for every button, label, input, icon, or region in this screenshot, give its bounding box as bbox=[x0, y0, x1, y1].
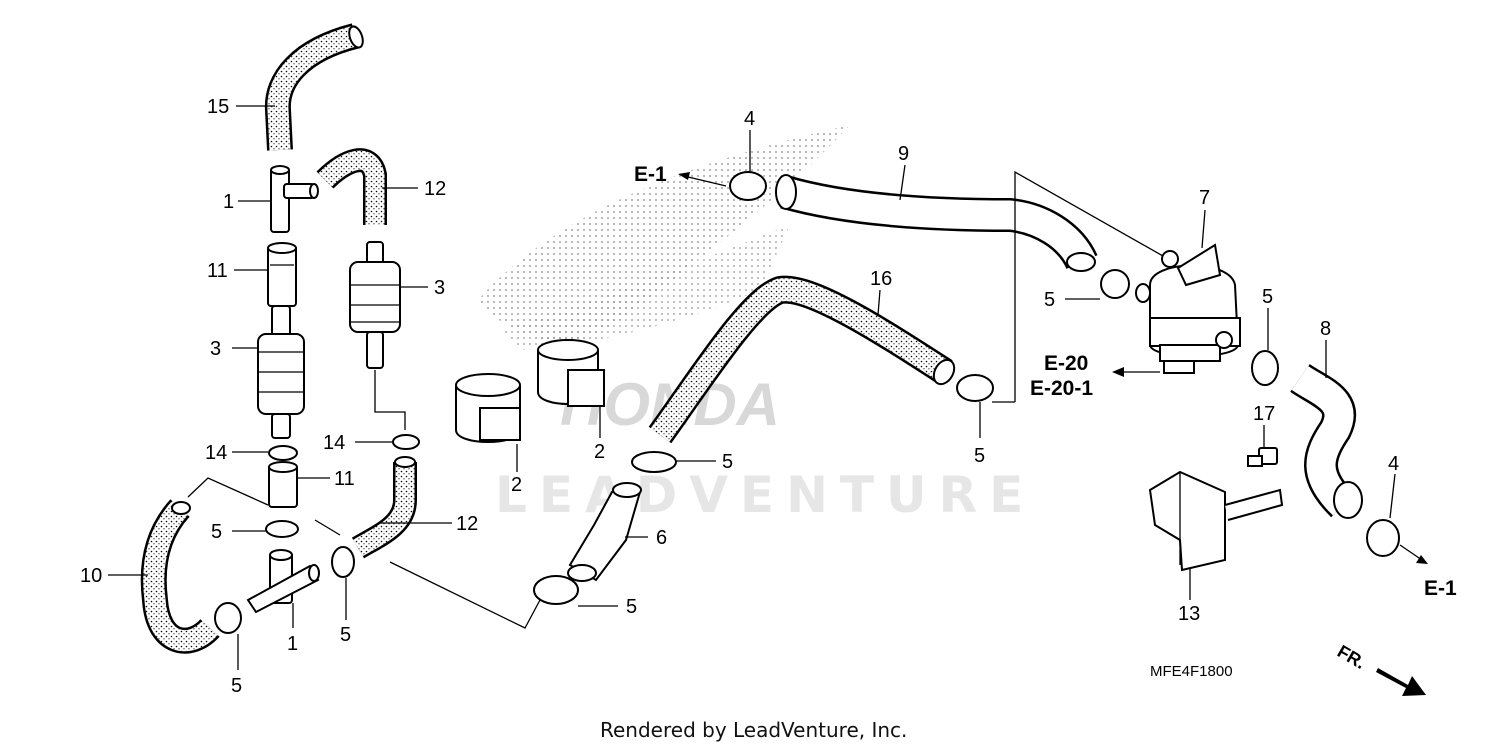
callout-5-valve-lower: 5 bbox=[974, 445, 985, 467]
joint-11-bottom bbox=[268, 461, 298, 508]
callout-17: 17 bbox=[1253, 403, 1275, 425]
callout-5-mid-bottom: 5 bbox=[340, 624, 351, 646]
clip-14-right bbox=[392, 434, 420, 450]
ref-e20: E-20 bbox=[1044, 352, 1088, 375]
callout-3-right: 3 bbox=[434, 277, 445, 299]
clamp-2-left bbox=[455, 373, 521, 443]
joint-11-top bbox=[267, 242, 297, 307]
callout-10: 10 bbox=[80, 565, 102, 587]
callout-5-valve: 5 bbox=[1044, 289, 1055, 311]
ref-e20-1: E-20-1 bbox=[1030, 377, 1093, 400]
callout-14-right: 14 bbox=[323, 432, 345, 454]
callout-6: 6 bbox=[656, 527, 667, 549]
callout-13: 13 bbox=[1178, 603, 1200, 625]
clip-5-valve bbox=[1100, 269, 1130, 299]
clip-5-left-mid bbox=[265, 520, 299, 538]
t-joint-1-top bbox=[270, 165, 319, 233]
clip-4-top bbox=[729, 171, 767, 201]
clip-5-mid-bottom bbox=[331, 546, 355, 578]
callout-7: 7 bbox=[1199, 187, 1210, 209]
callout-9: 9 bbox=[898, 143, 909, 165]
drawing-code: MFE4F1800 bbox=[1150, 663, 1233, 680]
callout-12-top: 12 bbox=[424, 178, 446, 200]
front-direction-arrow bbox=[1376, 668, 1426, 696]
clip-5-center-bottom bbox=[533, 575, 579, 605]
callout-8: 8 bbox=[1320, 318, 1331, 340]
callout-2-left: 2 bbox=[511, 474, 522, 496]
hose-9 bbox=[775, 174, 1098, 272]
hose-8 bbox=[1290, 363, 1363, 519]
callout-5-right: 5 bbox=[1262, 286, 1273, 308]
hose-15 bbox=[264, 23, 364, 151]
clip-5-valve-lower bbox=[956, 374, 994, 402]
callout-1-bottom: 1 bbox=[287, 633, 298, 655]
hose-10 bbox=[140, 499, 220, 654]
clip-5-center bbox=[631, 451, 677, 473]
clip-5-right bbox=[1251, 350, 1279, 386]
clip-14-left bbox=[268, 445, 298, 461]
t-joint-1-bottom bbox=[246, 549, 320, 614]
hose-12-bottom bbox=[351, 456, 417, 559]
clip-5-left-bottom bbox=[214, 602, 242, 634]
clip-4-right bbox=[1366, 519, 1400, 557]
hose-16 bbox=[648, 275, 956, 444]
callout-11-bottom: 11 bbox=[334, 468, 355, 490]
callout-14-left: 14 bbox=[205, 442, 227, 464]
clamp-2-right bbox=[537, 339, 605, 407]
assembly-lines-valve bbox=[992, 170, 1164, 403]
callout-11-top: 11 bbox=[207, 260, 228, 282]
callout-12-bottom: 12 bbox=[456, 513, 478, 535]
fuel-filter-3-right bbox=[349, 241, 401, 369]
callout-5-center-bottom: 5 bbox=[626, 596, 637, 618]
joint-6 bbox=[567, 482, 642, 582]
callout-15: 15 bbox=[207, 96, 229, 118]
direction-label: FR. bbox=[1334, 641, 1369, 673]
callout-5-left-bottom: 5 bbox=[231, 675, 242, 697]
callout-4-top: 4 bbox=[744, 108, 755, 130]
ref-e1-right: E-1 bbox=[1424, 577, 1457, 600]
callout-16: 16 bbox=[870, 268, 892, 290]
render-credit: Rendered by LeadVenture, Inc. bbox=[600, 718, 907, 742]
fuel-filter-3-left bbox=[257, 305, 305, 439]
callout-5-center: 5 bbox=[722, 451, 733, 473]
bracket-13 bbox=[1148, 470, 1284, 572]
air-valve-7 bbox=[1135, 243, 1241, 374]
watermark: LEADVENTURE bbox=[495, 466, 1035, 524]
callout-2-right: 2 bbox=[594, 441, 605, 463]
ref-e1-top: E-1 bbox=[634, 163, 667, 186]
callout-5-left-mid: 5 bbox=[211, 521, 222, 543]
bolt-17 bbox=[1247, 447, 1278, 467]
assembly-lines-left bbox=[187, 370, 541, 629]
callout-4-right: 4 bbox=[1388, 453, 1399, 475]
hose-12-top bbox=[316, 148, 387, 225]
callout-3-left: 3 bbox=[210, 338, 221, 360]
reference-arrows bbox=[678, 172, 1428, 564]
callout-1-top: 1 bbox=[223, 191, 234, 213]
leader-lines bbox=[108, 105, 1396, 670]
